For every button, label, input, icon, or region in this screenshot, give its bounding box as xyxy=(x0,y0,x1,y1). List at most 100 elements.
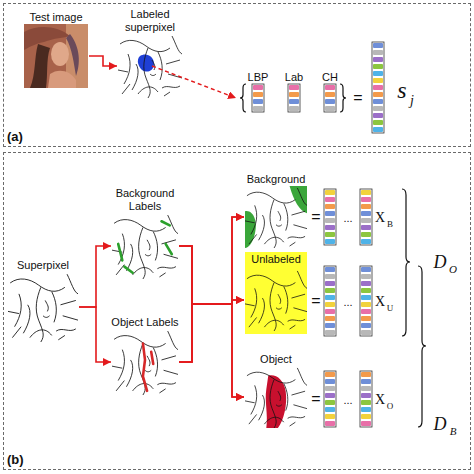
image-node: Labeled superpixel xyxy=(117,8,183,98)
image-title: Superpixel xyxy=(7,259,79,272)
unlabeled-region xyxy=(245,252,307,334)
image-node: Superpixel xyxy=(7,259,79,342)
image-ground xyxy=(118,34,182,98)
matrix-column xyxy=(360,189,372,245)
superpixel-image xyxy=(112,329,178,395)
image-title: Unlabeled xyxy=(244,253,308,266)
superpixel-image xyxy=(245,186,307,248)
image-area xyxy=(244,366,308,428)
superpixel-lines xyxy=(112,331,178,395)
image-ground xyxy=(245,186,307,248)
image-area xyxy=(117,34,183,98)
label-anchor: = xyxy=(353,90,362,106)
label-anchor: O xyxy=(387,396,394,412)
equals-sign: = xyxy=(311,209,320,225)
panel-label: (b) xyxy=(4,452,470,469)
image-ground xyxy=(112,329,178,395)
label-anchor: B xyxy=(450,422,457,438)
subscript: B xyxy=(387,220,393,229)
image-area xyxy=(111,329,179,395)
photo-ground xyxy=(24,24,88,88)
label-anchor: = xyxy=(311,293,320,309)
math-symbol: X xyxy=(375,211,385,225)
superpixel-image xyxy=(245,366,307,428)
label-anchor: U xyxy=(387,298,394,314)
flow-arrow xyxy=(179,217,244,362)
test-photo xyxy=(24,24,88,88)
superpixel-lines xyxy=(8,274,78,342)
flow-arrow xyxy=(79,307,111,362)
superpixel-image xyxy=(118,34,182,98)
feature-vector xyxy=(252,84,264,112)
math-symbol: D xyxy=(434,415,447,433)
label-anchor: X xyxy=(375,293,385,309)
flow-arrow xyxy=(179,246,244,304)
superpixel-lines xyxy=(112,215,178,279)
image-title: Labeled superpixel xyxy=(117,8,183,34)
matrix-column xyxy=(324,371,336,427)
equals-sign: = xyxy=(353,90,362,106)
photo-face xyxy=(51,42,69,66)
label-anchor: D xyxy=(434,253,447,271)
flow-arrow xyxy=(179,246,244,397)
feature-vector xyxy=(372,42,384,133)
subscript: O xyxy=(449,264,457,275)
image-area xyxy=(7,272,79,342)
panel-frame: Test image Labeled superpixel (a) xyxy=(3,3,471,147)
image-title: Object xyxy=(244,353,308,366)
image-node: Background xyxy=(244,173,308,248)
math-symbol: X xyxy=(375,393,385,407)
label-anchor: CH xyxy=(322,68,338,84)
superpixel-lines xyxy=(245,188,307,248)
image-area xyxy=(244,266,308,334)
subscript: U xyxy=(387,304,394,313)
dashed-arrow xyxy=(152,66,236,98)
matrix-column xyxy=(360,371,372,427)
label-anchor: = xyxy=(311,209,320,225)
image-node: Unlabeled xyxy=(244,253,308,334)
label-anchor: s xyxy=(397,78,406,102)
image-title: Test image xyxy=(23,11,89,24)
photo-hair xyxy=(30,44,50,88)
matrix-column xyxy=(360,266,372,336)
image-area xyxy=(244,186,308,248)
math-symbol: D xyxy=(434,253,447,271)
label-anchor: O xyxy=(449,260,457,276)
feature-vector xyxy=(288,84,300,112)
matrix-column xyxy=(324,189,336,245)
labeled-region xyxy=(138,54,154,71)
subscript: O xyxy=(387,402,394,411)
label-anchor: ... xyxy=(343,293,352,309)
equals-sign: = xyxy=(311,391,320,407)
object-scribble xyxy=(143,343,153,390)
flow-arrow xyxy=(179,300,244,362)
flow-arrow xyxy=(89,56,117,66)
image-area xyxy=(23,24,89,88)
image-ground xyxy=(112,213,178,279)
label-anchor: = xyxy=(311,391,320,407)
label-anchor: LBP xyxy=(248,68,269,84)
superpixel-image xyxy=(245,271,307,331)
subscript: B xyxy=(450,426,457,437)
image-node: Object xyxy=(244,353,308,428)
image-title: Object Labels xyxy=(111,316,179,329)
matrix-column xyxy=(324,266,336,336)
feature-name: CH xyxy=(322,72,338,83)
superpixel-lines xyxy=(245,368,307,428)
panel-label: (a) xyxy=(4,129,470,146)
label-anchor: ... xyxy=(343,391,352,407)
flow-arrow xyxy=(179,217,244,304)
superpixel-lines xyxy=(245,271,307,331)
brace xyxy=(402,189,410,336)
feature-name: LBP xyxy=(248,72,269,83)
panel-frame: SuperpixelBackground LabelsObject Labels… xyxy=(3,152,471,470)
label-anchor: X xyxy=(375,209,385,225)
image-node: Object Labels xyxy=(111,316,179,395)
ellipsis: ... xyxy=(343,213,352,224)
image-node: Test image xyxy=(23,11,89,88)
image-ground xyxy=(245,366,307,428)
ellipsis: ... xyxy=(343,297,352,308)
